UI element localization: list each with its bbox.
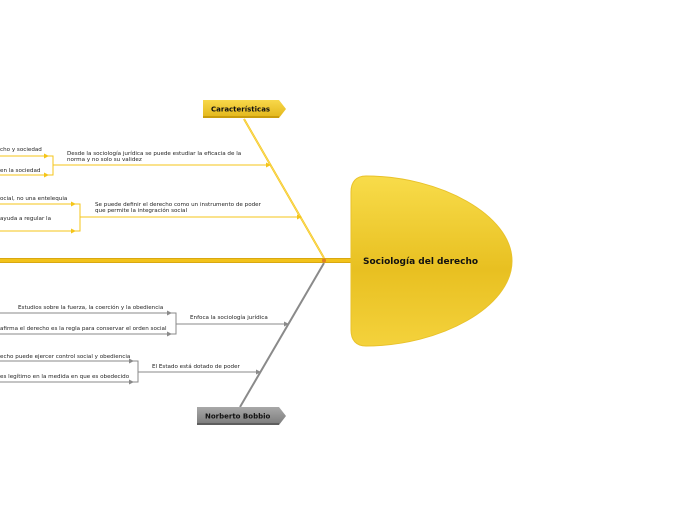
- branch-tag-caracteristicas[interactable]: Características: [203, 100, 286, 118]
- main-spine: [0, 258, 356, 263]
- subtopic-eficacia[interactable]: Desde la sociología jurídica se puede es…: [0, 147, 271, 178]
- leaf-text: en la sociedad: [0, 168, 41, 174]
- subtopic-text-line: Desde la sociología jurídica se puede es…: [67, 150, 241, 157]
- subtopic-text: Enfoca la sociología jurídica: [190, 314, 268, 321]
- leaf-text: es legítimo en la medida en que es obede…: [0, 373, 130, 380]
- subtopic-text-line: que permite la integración social: [95, 207, 187, 214]
- subtopic-text-line: Se puede definir el derecho como un inst…: [95, 202, 262, 208]
- branch-tag-norberto-bobbio[interactable]: Norberto Bobbio: [197, 407, 286, 425]
- leaf-text: afirma el derecho es la regla para conse…: [0, 326, 167, 332]
- subtopic-instrumento-poder[interactable]: Se puede definir el derecho como un inst…: [0, 196, 302, 234]
- subtopic-enfoca[interactable]: Enfoca la sociología jurídica Estudios s…: [0, 304, 289, 337]
- subtopic-estado-poder[interactable]: El Estado está dotado de poder echo pued…: [0, 354, 261, 385]
- subtopic-text-line: norma y no solo su validez: [67, 157, 142, 163]
- leaf-text: Estudios sobre la fuerza, la coerción y …: [18, 304, 163, 311]
- leaf-text: ayuda a regular la: [0, 216, 51, 222]
- central-topic-label: Sociología del derecho: [363, 257, 478, 267]
- branch-label: Características: [211, 106, 270, 114]
- leaf-text: echo puede ejercer control social y obed…: [0, 354, 130, 360]
- leaf-text: ocial, no una entelequia: [0, 196, 67, 202]
- leaf-text: cho y sociedad: [0, 147, 42, 153]
- branch-label: Norberto Bobbio: [205, 413, 270, 421]
- central-topic-node[interactable]: Sociología del derecho: [350, 175, 513, 347]
- branch-norberto-bobbio: Norberto Bobbio Enfoca la sociología jur…: [0, 262, 325, 425]
- subtopic-text: El Estado está dotado de poder: [152, 363, 241, 370]
- branch-caracteristicas: Características Desde la sociología jurí…: [0, 100, 325, 259]
